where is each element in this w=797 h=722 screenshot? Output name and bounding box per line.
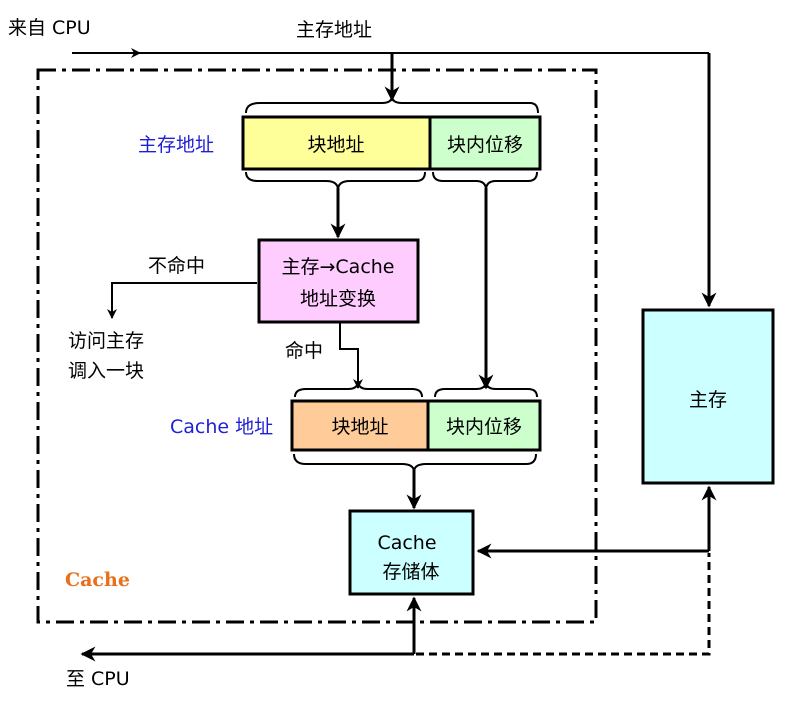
from-cpu-label: 来自 CPU [8,17,91,39]
main-address-top-label: 主存地址 [296,19,372,41]
brace-main-block [245,171,426,191]
cache-block-address-label: 块地址 [331,416,388,438]
main-memory-label: 主存 [689,389,727,411]
brace-main-address-top [245,95,539,114]
translator-line2: 地址变换 [300,288,376,310]
address-translator-box [257,238,420,324]
brace-cache-block-top [294,380,423,398]
translator-line1: 主存→Cache [281,256,394,278]
main-address-side-label: 主存地址 [138,134,214,156]
cache-block-address-field [290,399,430,452]
cache-region-label: Cache [65,569,130,591]
brace-cache-address-bottom [293,453,537,473]
to-cpu-label: 至 CPU [66,668,130,690]
cache-boundary [36,68,598,624]
cache-storage-line2: 存储体 [382,561,439,583]
brace-main-offset [432,171,538,191]
main-offset-label: 块内位移 [447,134,523,156]
miss-label: 不命中 [148,255,205,277]
access-main-line1: 访问主存 [68,330,144,352]
hit-arrow [339,323,363,389]
cache-storage-line1: Cache [377,532,436,554]
access-main-line2: 调入一块 [68,360,144,382]
main-offset-field [428,115,542,171]
miss-arrow [107,282,257,319]
dashed-bypass-line [416,553,711,656]
main-memory-box [641,308,775,485]
cache-address-side-label: Cache 地址 [170,416,273,438]
cache-offset-label: 块内位移 [446,416,522,438]
cache-storage-box [348,509,475,596]
hit-label: 命中 [285,340,323,362]
brace-cache-offset-top [434,380,538,398]
cache-offset-field [426,399,542,452]
main-block-address-label: 块地址 [307,134,364,156]
